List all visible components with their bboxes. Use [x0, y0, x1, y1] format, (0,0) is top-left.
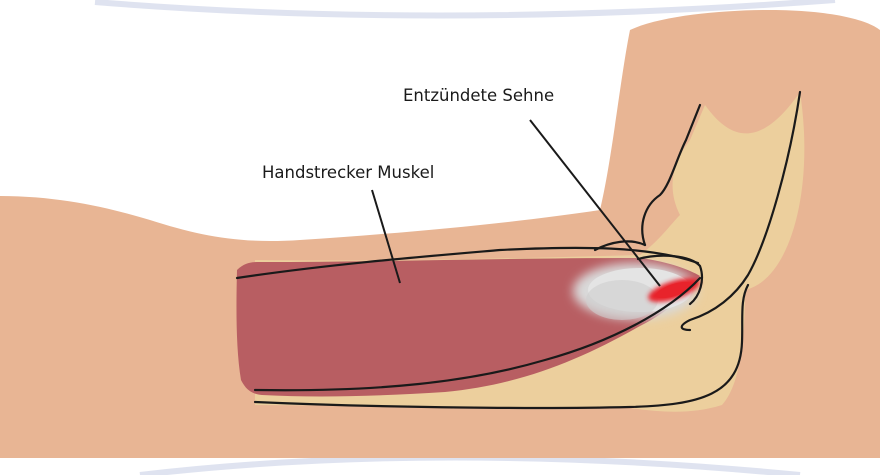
muscle-label: Handstrecker Muskel: [262, 163, 434, 182]
tendon-label: Entzündete Sehne: [403, 86, 554, 105]
